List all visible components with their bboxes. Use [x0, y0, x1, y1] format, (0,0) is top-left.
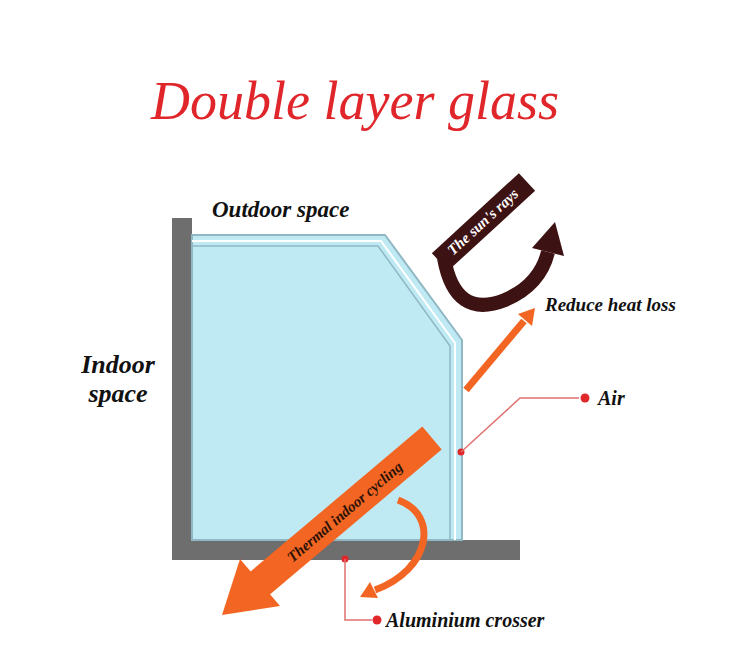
leader-dot — [373, 616, 382, 625]
wall-vertical — [172, 218, 192, 560]
region-label: Outdoor space — [212, 197, 349, 222]
part-label: Aluminium crosser — [386, 609, 544, 631]
arrow-label: Reduce heat loss — [545, 295, 676, 316]
diagram-title: Double layer glass — [151, 72, 559, 131]
cycling-arrow-head — [360, 582, 378, 598]
inner-glass-layer — [192, 246, 450, 540]
region-label: Indoor space — [63, 351, 173, 408]
thermal-arrow-head — [222, 559, 280, 615]
ray-label: The sun's rays — [444, 185, 521, 258]
inner-glass-layer — [192, 241, 455, 540]
heat-loss-arrow — [466, 321, 524, 390]
cycling-arrow — [375, 500, 424, 590]
air-leader — [461, 398, 579, 452]
glass-pane — [192, 235, 462, 540]
sun-ray-return — [444, 252, 548, 305]
heat-loss-head — [518, 308, 535, 326]
sun-ray-band — [440, 182, 527, 262]
sun-ray-head — [532, 222, 564, 256]
part-label: Air — [598, 387, 625, 409]
aluminium-leader — [345, 559, 372, 620]
leader-dot — [581, 394, 590, 403]
